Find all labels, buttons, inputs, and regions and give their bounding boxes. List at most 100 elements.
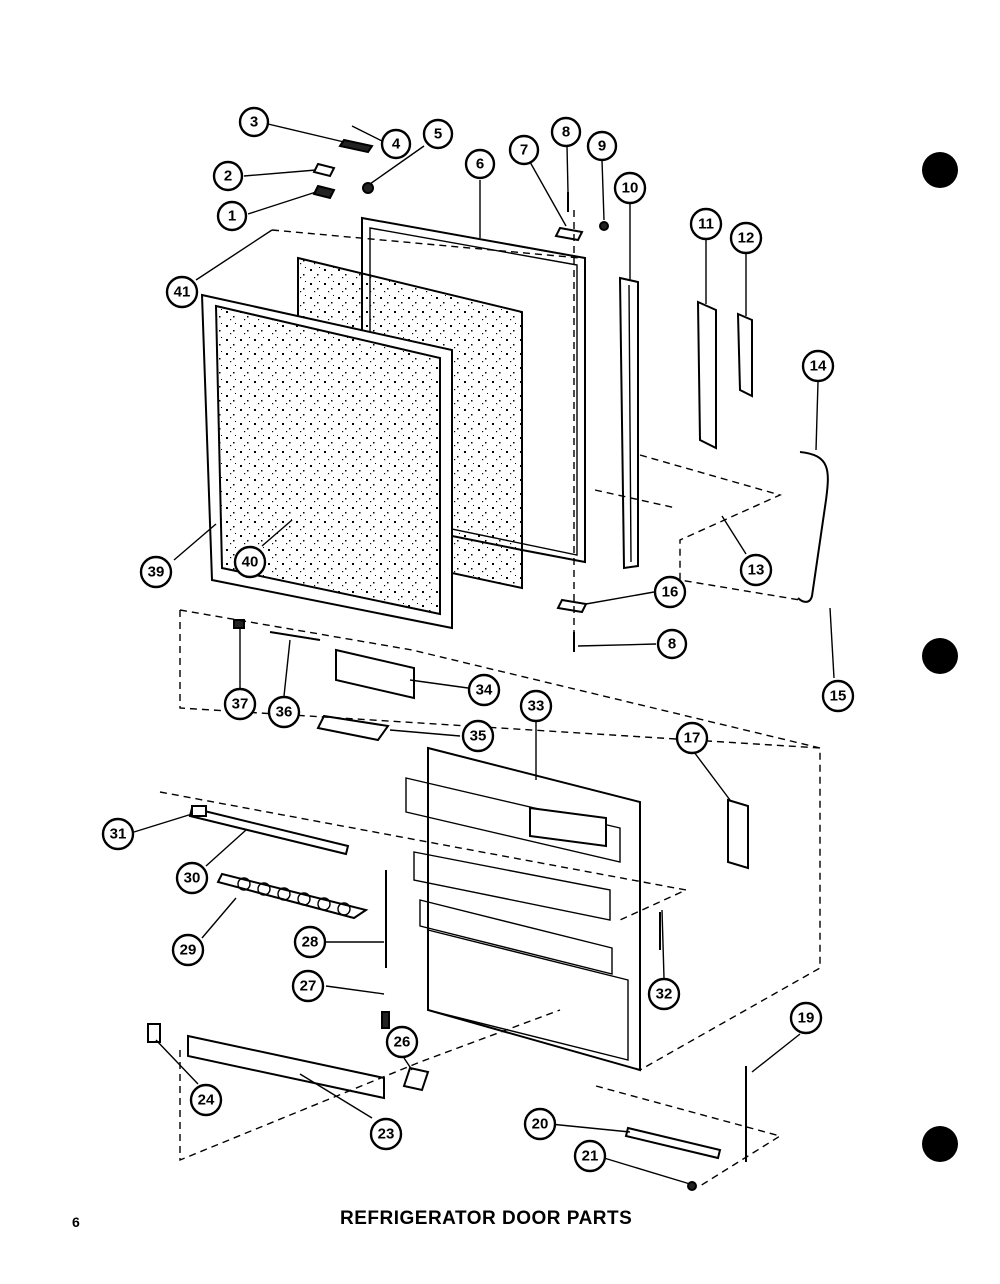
callout-label: 15	[830, 688, 847, 705]
callout-6: 6	[464, 148, 496, 180]
callout-label: 20	[532, 1116, 549, 1133]
handle-bracket	[696, 300, 717, 450]
callout-14: 14	[801, 349, 835, 383]
callout-label: 23	[378, 1126, 395, 1143]
callout-label: 8	[668, 636, 676, 653]
shelf-retainer-bar	[188, 806, 350, 856]
callout-label: 29	[180, 942, 197, 959]
callout-label: 37	[232, 696, 249, 713]
callout-label: 24	[198, 1092, 215, 1109]
callout-bubbles: 1 2 3 4 5 6 7 8 9 10 11 12 13 14 15 16 8…	[101, 106, 855, 1173]
callout-35: 35	[461, 719, 495, 753]
binder-hole	[922, 152, 958, 188]
callout-label: 32	[656, 986, 673, 1003]
callout-label: 16	[662, 584, 679, 601]
callout-41: 41	[165, 275, 199, 309]
callout-15: 15	[821, 679, 855, 713]
callout-label: 3	[250, 114, 258, 131]
callout-17: 17	[675, 721, 709, 755]
callout-label: 10	[622, 180, 639, 197]
callout-23: 23	[369, 1117, 403, 1151]
liner-bottom-panel	[427, 929, 629, 1061]
callout-label: 30	[184, 870, 201, 887]
door-bottom-trim	[187, 1034, 385, 1100]
callout-8-bottom: 8	[656, 628, 688, 660]
callout-label: 33	[528, 698, 545, 715]
assembly-line	[271, 229, 581, 259]
callout-7: 7	[508, 134, 540, 166]
assembly-line	[639, 454, 801, 601]
callout-label: 26	[394, 1034, 411, 1051]
assembly-line	[594, 489, 677, 509]
door-handle-trim	[618, 276, 639, 570]
callout-9: 9	[586, 130, 618, 162]
callout-label: 19	[798, 1010, 815, 1027]
assembly-line	[179, 610, 821, 1071]
callout-label: 1	[228, 208, 236, 225]
egg-tray-cups	[237, 877, 351, 916]
callout-label: 14	[810, 358, 827, 375]
liner-compartment	[529, 806, 607, 848]
callout-label: 34	[476, 682, 493, 699]
hinge-plate	[312, 162, 336, 178]
hinge-cap	[599, 221, 609, 231]
door-handle-trim-edge	[628, 284, 632, 563]
callout-label: 8	[562, 124, 570, 141]
callout-10: 10	[613, 171, 647, 205]
callout-label: 2	[224, 168, 232, 185]
callout-label: 41	[174, 284, 191, 301]
callout-39: 39	[139, 555, 173, 589]
callout-20: 20	[523, 1107, 557, 1141]
callout-32: 32	[647, 977, 681, 1011]
callout-label: 21	[582, 1148, 599, 1165]
callout-11: 11	[689, 207, 723, 241]
callout-16: 16	[653, 575, 687, 609]
hinge-shim	[312, 184, 336, 200]
callout-40: 40	[233, 545, 267, 579]
callout-12: 12	[729, 221, 763, 255]
hinge-pin	[338, 138, 374, 154]
dairy-bin	[316, 714, 390, 742]
callout-label: 27	[300, 978, 317, 995]
pivot-rod	[269, 631, 321, 641]
callout-label: 35	[470, 728, 487, 745]
page-number: 6	[72, 1214, 80, 1230]
rod-end	[381, 1011, 390, 1029]
callout-26: 26	[385, 1025, 419, 1059]
lower-hinge	[556, 598, 588, 614]
callout-label: 39	[148, 564, 165, 581]
callout-label: 28	[302, 934, 319, 951]
callout-5: 5	[422, 118, 454, 150]
trim-end-cap	[147, 1023, 161, 1043]
lower-door-liner	[427, 746, 641, 1072]
callout-label: 6	[476, 156, 484, 173]
callout-33: 33	[519, 689, 553, 723]
callout-label: 7	[520, 142, 528, 159]
callout-27: 27	[291, 969, 325, 1003]
callout-label: 12	[738, 230, 755, 247]
callout-19: 19	[789, 1001, 823, 1035]
callout-label: 9	[598, 138, 606, 155]
callout-label: 31	[110, 826, 127, 843]
hinge-screw	[362, 182, 374, 194]
dairy-door	[335, 648, 415, 700]
spring-part	[233, 619, 245, 629]
callout-30: 30	[175, 861, 209, 895]
callout-13: 13	[739, 553, 773, 587]
assembly-line	[179, 609, 821, 749]
liner-shelf-middle	[413, 851, 611, 921]
callout-4: 4	[380, 128, 412, 160]
assembly-line	[159, 791, 689, 921]
egg-tray	[216, 872, 369, 920]
leader-lines	[133, 123, 835, 1185]
callout-2: 2	[212, 160, 244, 192]
callout-label: 4	[392, 136, 401, 153]
callout-label: 11	[698, 216, 714, 233]
door-handle	[797, 451, 829, 603]
callout-28: 28	[293, 925, 327, 959]
callout-label: 5	[434, 126, 442, 143]
assembly-line	[179, 1009, 561, 1162]
lower-hinge-bar	[624, 1126, 722, 1160]
